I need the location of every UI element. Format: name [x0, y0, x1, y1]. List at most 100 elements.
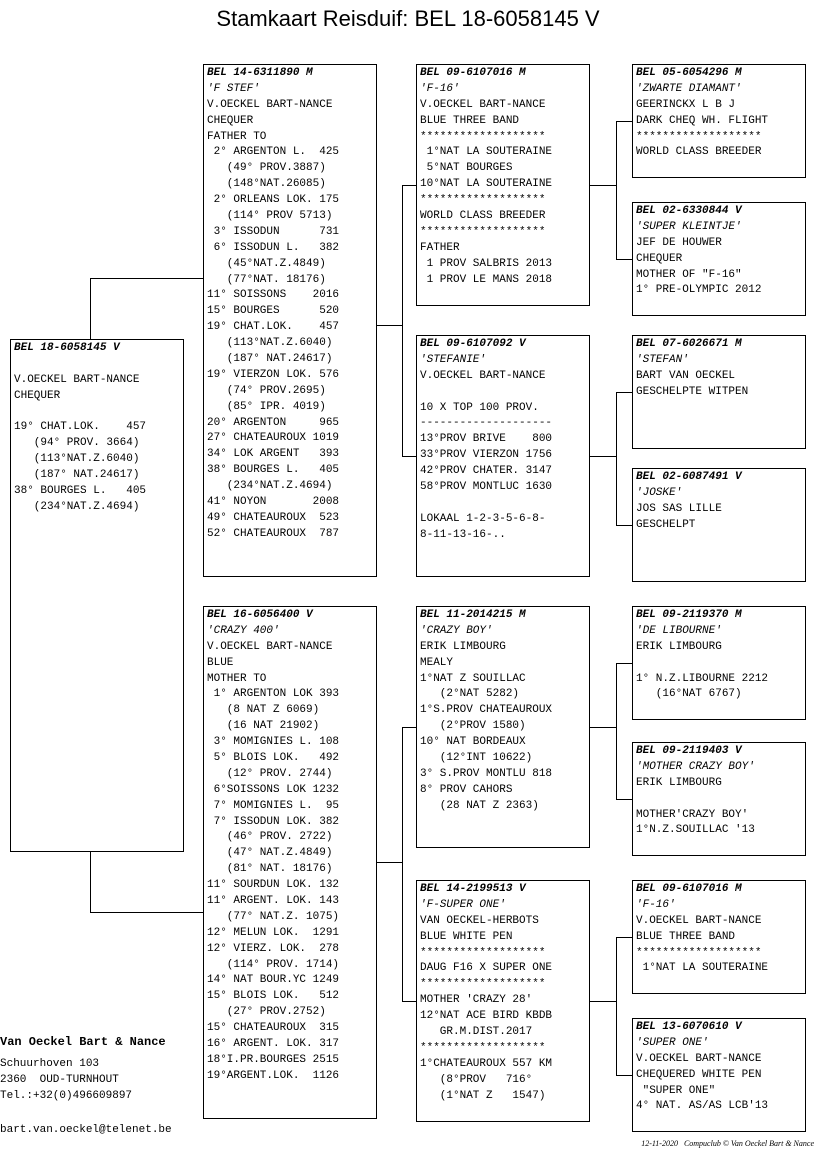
page-title: Stamkaart Reisduif: BEL 18-6058145 V	[216, 6, 600, 31]
pedigree-line: CHEQUER	[636, 252, 683, 265]
pedigree-box-mmm: BEL 13-6070610 V'SUPER ONE'V.OECKEL BART…	[632, 1018, 806, 1132]
pedigree-line: (12° PROV. 2744)	[207, 767, 333, 780]
pedigree-line: (47° NAT.Z.4849)	[207, 847, 333, 860]
pedigree-line: 3° MOMIGNIES L. 108	[207, 736, 340, 749]
pedigree-line: V.OECKEL BART-NANCE	[420, 98, 546, 111]
connector-line	[402, 185, 416, 186]
connector-line	[616, 799, 632, 800]
pigeon-name: 'DE LIBOURNE'	[636, 624, 722, 637]
pedigree-line	[420, 496, 589, 512]
pedigree-line: CHEQUERED WHITE PEN	[636, 1068, 762, 1081]
pedigree-line: 10 X TOP 100 PROV.	[420, 401, 539, 414]
pedigree-line: GESCHELPTE WITPEN	[636, 385, 749, 398]
pedigree-line: GESCHELPT	[636, 518, 696, 531]
pigeon-name: 'CRAZY BOY'	[420, 624, 493, 637]
connector-line	[402, 727, 416, 728]
pedigree-line: 49° CHATEAUROUX 523	[207, 511, 340, 524]
pedigree-line: BART VAN OECKEL	[636, 369, 736, 382]
ring-number: BEL 09-6107092 V	[420, 338, 526, 350]
pedigree-line: 1°N.Z.SOUILLAC '13	[636, 824, 755, 837]
pedigree-line: 13°PROV BRIVE 800	[420, 433, 553, 446]
pedigree-box-sire-sire: BEL 09-6107016 M'F-16'V.OECKEL BART-NANC…	[416, 64, 590, 306]
pedigree-line: 52° CHATEAUROUX 787	[207, 527, 340, 540]
pedigree-line: 1°NAT LA SOUTERAINE	[420, 146, 553, 159]
ring-number: BEL 14-2199513 V	[420, 883, 526, 895]
pedigree-line: 27° CHATEAUROUX 1019	[207, 432, 340, 445]
pedigree-line: 11° SOURDUN LOK. 132	[207, 879, 340, 892]
pedigree-line: *******************	[636, 130, 762, 143]
pedigree-line: VAN OECKEL-HERBOTS	[420, 914, 539, 927]
pedigree-line: (187° NAT.24617)	[207, 353, 333, 366]
pedigree-line: 1 PROV SALBRIS 2013	[420, 257, 553, 270]
connector-line	[90, 278, 203, 279]
pigeon-name: 'STEFANIE'	[420, 353, 487, 366]
ring-number: BEL 13-6070610 V	[636, 1021, 742, 1033]
pedigree-line: 5°NAT BOURGES	[420, 162, 513, 175]
pedigree-line: 2° ARGENTON L. 425	[207, 146, 340, 159]
pedigree-line: V.OECKEL BART-NANCE	[14, 373, 140, 386]
pigeon-name: 'F STEF'	[207, 82, 260, 95]
pedigree-line: 15° BLOIS LOK. 512	[207, 990, 340, 1003]
pedigree-box-ffm: BEL 02-6330844 V'SUPER KLEINTJE'JEF DE H…	[632, 202, 806, 316]
pedigree-line: 10° NAT BORDEAUX	[420, 736, 526, 749]
pedigree-line: 1°NAT Z SOUILLAC	[420, 672, 526, 685]
pedigree-line: 2° ORLEANS LOK. 175	[207, 194, 340, 207]
connector-line	[377, 325, 402, 326]
pigeon-name: 'STEFAN'	[636, 353, 689, 366]
pedigree-line: (234°NAT.Z.4694)	[207, 480, 333, 493]
owner-phone: Tel.:+32(0)496609897	[0, 1090, 133, 1102]
pigeon-name: 'F-SUPER ONE'	[420, 898, 506, 911]
pedigree-line: 16° ARGENT. LOK. 317	[207, 1038, 340, 1051]
pedigree-line: 12° VIERZ. LOK. 278	[207, 942, 340, 955]
ring-number: BEL 09-2119370 M	[636, 609, 742, 621]
pedigree-line: V.OECKEL BART-NANCE	[420, 369, 546, 382]
pedigree-line: 10°NAT LA SOUTERAINE	[420, 178, 553, 191]
connector-line	[616, 525, 632, 526]
connector-line	[616, 1075, 632, 1076]
pedigree-line: 20° ARGENTON 965	[207, 416, 340, 429]
pigeon-name: 'F-16'	[636, 898, 676, 911]
pedigree-line: (234°NAT.Z.4694)	[14, 500, 140, 513]
pedigree-line: (85° IPR. 4019)	[207, 400, 326, 413]
pigeon-name: 'SUPER KLEINTJE'	[636, 220, 742, 233]
pedigree-line: (27° PROV.2752)	[207, 1006, 326, 1019]
pedigree-line: JEF DE HOUWER	[636, 236, 722, 249]
pedigree-line: *******************	[636, 946, 762, 959]
pedigree-line: *******************	[420, 194, 546, 207]
pedigree-line: (77°NAT. 18176)	[207, 273, 326, 286]
pedigree-line: MOTHER OF "F-16"	[636, 268, 742, 281]
owner-name: Van Oeckel Bart & Nance	[0, 1035, 166, 1049]
ring-number: BEL 16-6056400 V	[207, 609, 313, 621]
pedigree-line: 3° ISSODUN 731	[207, 225, 340, 238]
pigeon-name: 'MOTHER CRAZY BOY'	[636, 760, 755, 773]
pedigree-line: 7° MOMIGNIES L. 95	[207, 799, 340, 812]
pedigree-line: BLUE	[207, 656, 234, 669]
pedigree-line: LOKAAL 1-2-3-5-6-8-	[420, 512, 546, 525]
connector-line	[402, 727, 403, 1001]
pedigree-line: 5° BLOIS LOK. 492	[207, 752, 340, 765]
pedigree-line: 8° PROV CAHORS	[420, 783, 513, 796]
pedigree-line: BLUE WHITE PEN	[420, 930, 513, 943]
connector-line	[590, 185, 616, 186]
pedigree-line: 33°PROV VIERZON 1756	[420, 449, 553, 462]
pedigree-line: *******************	[420, 946, 546, 959]
pedigree-line: *******************	[420, 130, 546, 143]
pedigree-line: (1°NAT Z 1547)	[420, 1089, 546, 1102]
pedigree-line: 12° MELUN LOK. 1291	[207, 926, 340, 939]
pedigree-line: FATHER	[420, 241, 460, 254]
pedigree-line: (49° PROV.3887)	[207, 162, 326, 175]
pedigree-line: MOTHER 'CRAZY 28'	[420, 994, 533, 1007]
pedigree-line: 19° VIERZON LOK. 576	[207, 368, 340, 381]
pedigree-line: (8 NAT Z 6069)	[207, 704, 320, 717]
pigeon-name: 'JOSKE'	[636, 486, 683, 499]
pedigree-line: (28 NAT Z 2363)	[420, 799, 539, 812]
pedigree-box-mmf: BEL 09-6107016 M'F-16'V.OECKEL BART-NANC…	[632, 880, 806, 994]
pedigree-line: 1° ARGENTON LOK 393	[207, 688, 340, 701]
connector-line	[402, 1001, 416, 1002]
pedigree-line: 19° CHAT.LOK. 457	[14, 421, 147, 434]
ring-number: BEL 09-2119403 V	[636, 745, 742, 757]
owner-email: bart.van.oeckel@telenet.be	[0, 1124, 172, 1136]
